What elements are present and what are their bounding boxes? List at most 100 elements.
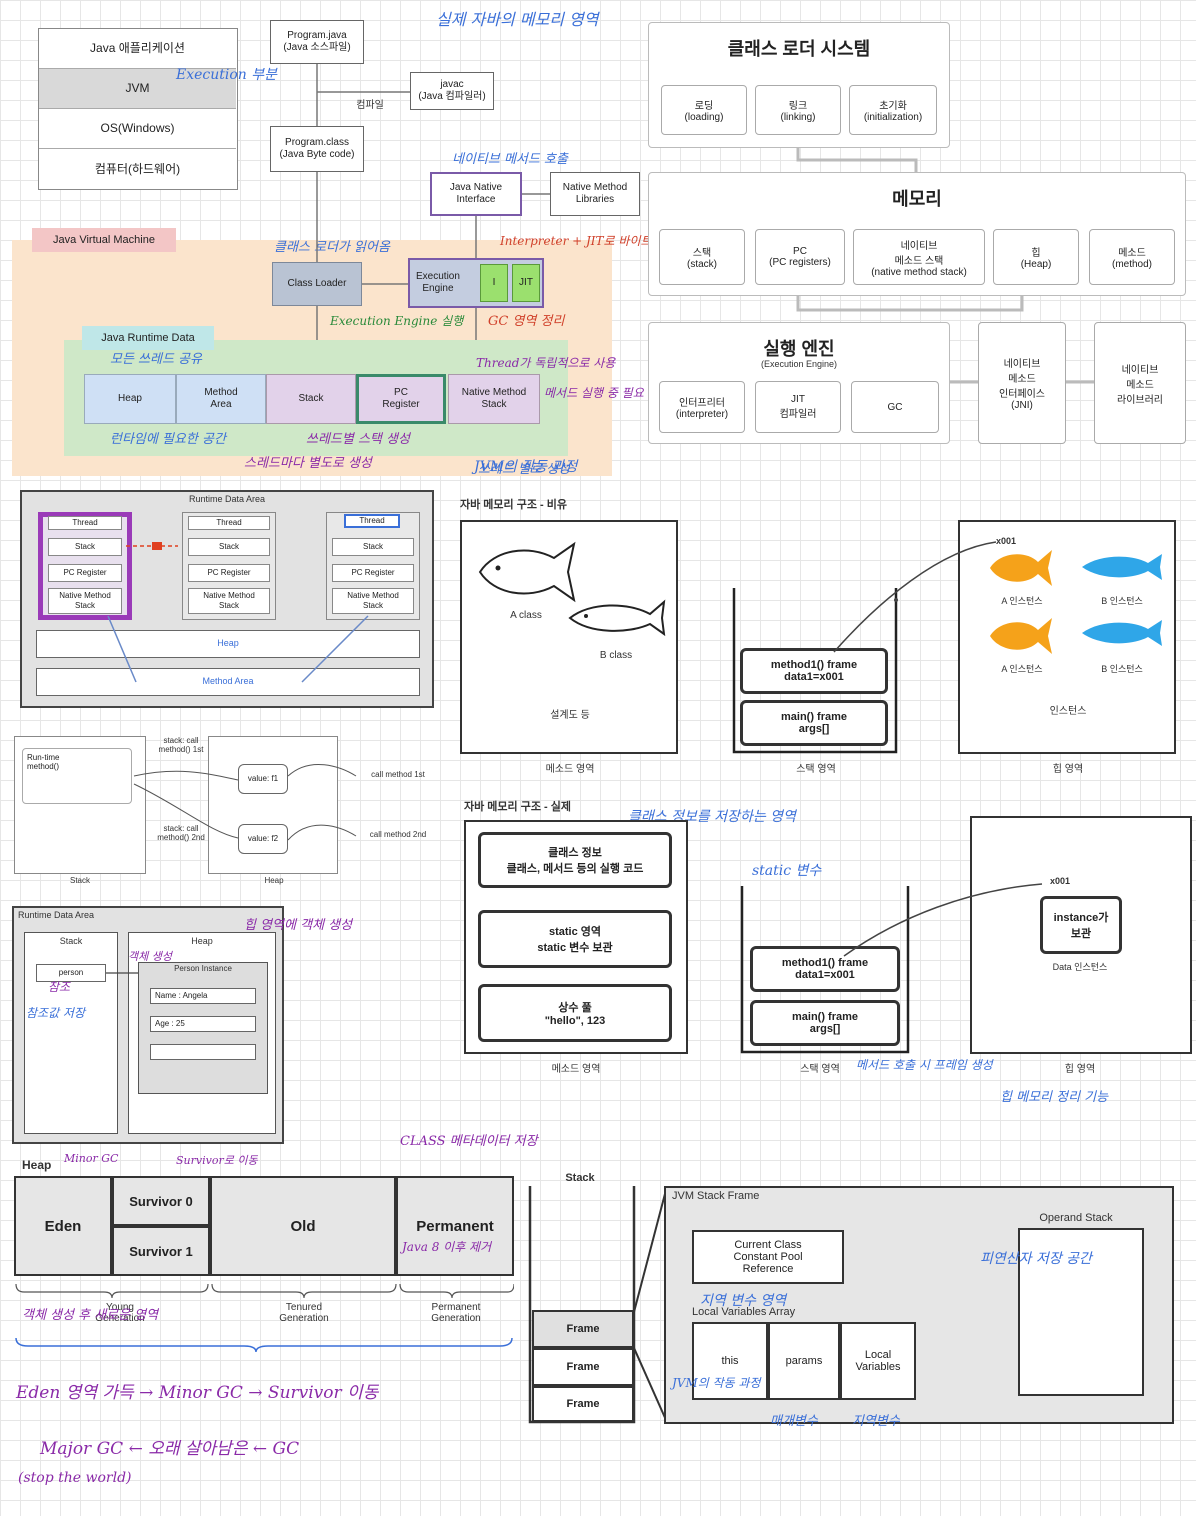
note-gc-area: 힙 메모리 정리 기능 xyxy=(1000,1090,1109,1105)
top-right-connectors xyxy=(796,148,1024,312)
execution-engine-section: 실행 엔진 (Execution Engine) 인터프리터 (interpre… xyxy=(648,322,950,444)
thread-3-title: Thread xyxy=(344,514,400,528)
stack-title: Stack xyxy=(565,1172,595,1184)
operand-stack-title: Operand Stack xyxy=(1039,1212,1113,1224)
heap-eden: Eden xyxy=(14,1176,112,1276)
jvm-architecture-diagram: Java 애플리케이션 JVM OS(Windows) 컴퓨터(하드웨어) Ex… xyxy=(0,0,700,480)
note-execution: Execution 부분 xyxy=(176,67,278,83)
thread-1-title: Thread xyxy=(48,516,122,530)
concept-cap-heap: 힙 영역 xyxy=(1052,764,1084,775)
fish-outline-b xyxy=(568,599,666,637)
lva-params: params xyxy=(768,1322,840,1400)
mem-pc: PC (PC registers) xyxy=(755,229,845,285)
concept-class-a: A class xyxy=(510,610,542,621)
concept-stack-outline xyxy=(732,588,898,754)
note-this: JVM의 작동 과정 xyxy=(672,1376,761,1390)
note-major-gc: Major GC ← 오래 살아남은 ← GC xyxy=(40,1439,300,1459)
thread-2-pc: PC Register xyxy=(188,564,270,582)
thread-2-title: Thread xyxy=(188,516,270,530)
note-java8: Java 8 이후 제거 xyxy=(402,1240,492,1254)
note-pc: Thread가 독립적으로 사용 xyxy=(476,356,616,370)
program-class-box: Program.class (Java Byte code) xyxy=(270,126,364,172)
person-arrow xyxy=(106,972,138,974)
native-lib-section: 네이티브 메소드 라이브러리 xyxy=(1094,322,1186,444)
concept-inst-b2: B 인스턴스 xyxy=(1101,664,1143,674)
note-class-meta: CLASS 메타데이터 저장 xyxy=(400,1134,538,1149)
jni-box: Java Native Interface xyxy=(430,172,522,216)
const-pool-ref: Current Class Constant Pool Reference xyxy=(692,1230,844,1284)
cl-loading: 로딩 (loading) xyxy=(661,85,747,135)
thread-1-stack: Stack xyxy=(48,538,122,556)
real-frame-main: main() frame args[] xyxy=(750,1000,900,1046)
note-local-area: 지역 변수 영역 xyxy=(700,1293,787,1309)
compile-label: 컴파일 xyxy=(356,100,384,111)
real-cap-heap: 힙 영역 xyxy=(1064,1064,1096,1075)
trout-1 xyxy=(1082,554,1162,580)
note-native-call: 네이티브 메서드 호출 xyxy=(452,152,568,167)
rt-method-area: Method Area xyxy=(176,374,266,424)
memory-section: 메모리 스택 (stack) PC (PC registers) 네이티브 메소… xyxy=(648,172,1186,296)
real-stack-outline xyxy=(740,886,910,1054)
concept-cap-stack: 스택 영역 xyxy=(796,764,836,775)
rt-heap: Heap xyxy=(84,374,176,424)
thread-1-native: Native Method Stack xyxy=(48,588,122,614)
small-arrows xyxy=(133,763,357,841)
heap-survivor-1: Survivor 1 xyxy=(112,1226,210,1276)
concept-inst-a2: A 인스턴스 xyxy=(1001,664,1043,674)
runtime-person-title: Runtime Data Area xyxy=(18,910,95,920)
note-ref: 참조 xyxy=(48,980,71,994)
person-field-age: Age : 25 xyxy=(150,1016,256,1032)
note-native-stack: 메서드 실행 중 필요 xyxy=(544,386,644,400)
stack-frame-2: Frame xyxy=(532,1348,634,1386)
exec-engine-title: 실행 엔진 xyxy=(763,339,835,359)
runtime-person-diagram: Runtime Data Area Stack person Heap Pers… xyxy=(12,906,284,1144)
cl-linking: 링크 (linking) xyxy=(755,85,841,135)
note-heap-object: 힙 영역에 객체 생성 xyxy=(244,918,353,933)
jvm-title: Java Virtual Machine xyxy=(32,228,176,252)
small-right-top-lbl: call method 1st xyxy=(371,770,425,779)
person-field-empty xyxy=(150,1044,256,1060)
goldfish-1 xyxy=(990,550,1052,586)
interpreter-box: I xyxy=(480,264,508,302)
mem-native-stack: 네이티브 메소드 스택 (native method stack) xyxy=(853,229,985,285)
real-constant-pool: 상수 풀 "hello", 123 xyxy=(478,984,672,1042)
concept-inst-caption: 인스턴스 xyxy=(1049,706,1087,717)
runtime-threads-diagram: Runtime Data Area Thread Stack PC Regist… xyxy=(20,490,434,708)
rt-stack: Stack xyxy=(266,374,356,424)
real-ref-arrow xyxy=(843,883,1043,957)
note-class-loader: 클래스 로더가 읽어옴 xyxy=(274,240,390,255)
heap-survivor-0: Survivor 0 xyxy=(112,1176,210,1226)
thread-1-pc: PC Register xyxy=(48,564,122,582)
thread-3-stack: Stack xyxy=(332,538,414,556)
heap-gen-braces xyxy=(15,1283,514,1353)
note-new-object: 객체 생성 후 새로운 영역 xyxy=(22,1308,159,1323)
stack-zoom-lines xyxy=(633,1189,667,1421)
small-cap-heap: Heap xyxy=(264,876,284,885)
jvm-stack-frame-title: JVM Stack Frame xyxy=(672,1190,760,1202)
lva-this: this xyxy=(692,1322,768,1400)
thread-arrows xyxy=(107,542,369,683)
real-inst-caption: Data 인스턴스 xyxy=(1052,962,1108,972)
exec-jit: JIT 컴파일러 xyxy=(755,381,841,433)
person-field-name: Name : Angela xyxy=(150,988,256,1004)
note-exec-engine: Execution Engine 실행 xyxy=(330,314,464,328)
exec-gc: GC xyxy=(851,381,939,433)
small-stack-panel xyxy=(14,736,146,874)
concept-blueprint: 설계도 등 xyxy=(550,710,590,721)
shared-heap: Heap xyxy=(36,630,420,658)
runtime-area-title: Java Runtime Data xyxy=(82,326,214,350)
jit-box: JIT xyxy=(512,264,540,302)
jvm-arrows xyxy=(316,64,550,340)
trout-2 xyxy=(1082,620,1162,646)
note-gc: GC 영역 정리 xyxy=(488,314,565,329)
platform-layer-jvm: JVM xyxy=(39,69,236,109)
local-var-array-title: Local Variables Array xyxy=(692,1306,796,1318)
concept-class-b: B class xyxy=(599,650,633,661)
heap-gen-title: Heap xyxy=(22,1158,52,1172)
stack-frame-3: Frame xyxy=(532,1386,634,1422)
program-java-box: Program.java (Java 소스파일) xyxy=(270,20,364,64)
mem-concept-title: 자바 메모리 구조 - 비유 xyxy=(460,499,567,511)
rt-native-stack: Native Method Stack xyxy=(448,374,540,424)
person-heap-title: Heap xyxy=(191,936,213,946)
real-instance: instance가 보관 xyxy=(1040,896,1122,954)
